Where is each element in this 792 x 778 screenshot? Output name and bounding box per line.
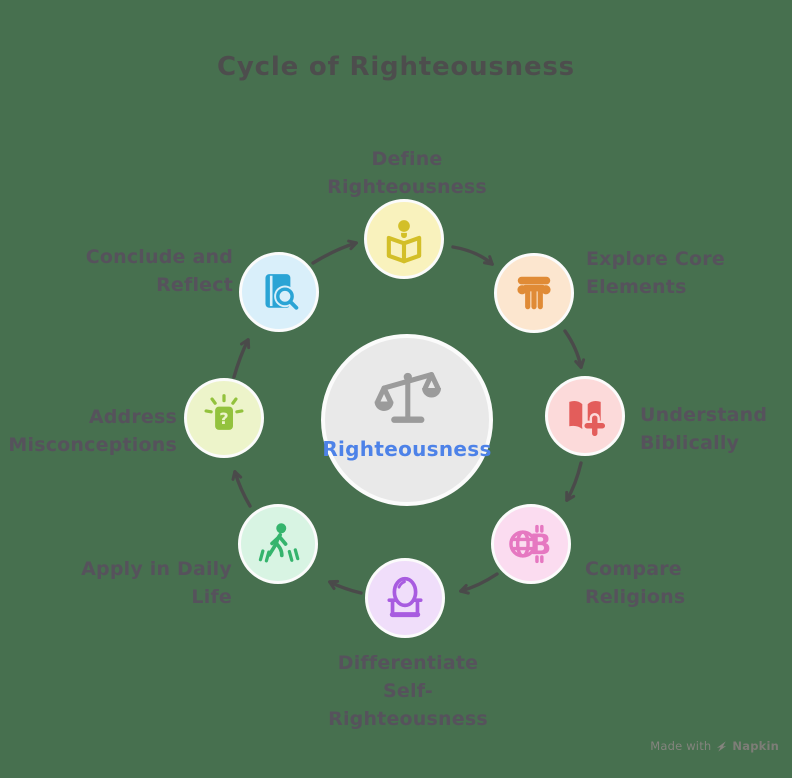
step-label-apply: Apply in Daily Life <box>81 558 232 608</box>
step-label-address: Address Misconceptions <box>8 406 177 456</box>
step-bubble-address: ? <box>184 378 264 458</box>
book-magnifier-icon <box>265 274 302 314</box>
walking-person-icon <box>258 523 300 563</box>
arrow-address-to-conclude <box>232 338 251 379</box>
svg-text:?: ? <box>219 409 228 428</box>
balance-scale-icon <box>374 372 442 423</box>
question-card-icon: ? <box>204 394 244 430</box>
watermark: Made with Napkin <box>650 739 779 753</box>
arrow-understand-to-compare <box>565 461 583 502</box>
globe-currency-icon: B <box>509 524 551 564</box>
step-bubble-apply <box>238 504 318 584</box>
step-bubble-compare: B <box>491 504 571 584</box>
arrow-conclude-to-define <box>311 239 358 265</box>
step-label-define: Define Righteousness <box>327 148 487 198</box>
step-label-conclude: Conclude and Reflect <box>85 246 233 296</box>
step-bubble-conclude <box>239 252 319 332</box>
book-cross-icon <box>569 400 608 439</box>
step-bubble-understand <box>545 376 625 456</box>
diagram-title: Cycle of Righteousness <box>217 52 575 82</box>
step-bubble-differentiate <box>365 558 445 638</box>
mirror-icon <box>387 576 423 618</box>
center-node: Righteousness <box>321 334 493 506</box>
step-label-compare: Compare Religions <box>585 558 686 608</box>
watermark-brand: Napkin <box>732 739 779 753</box>
svg-text:B: B <box>530 528 551 561</box>
center-label: Righteousness <box>322 437 492 461</box>
arrow-apply-to-address <box>231 470 252 508</box>
step-bubble-explore <box>494 253 574 333</box>
step-label-differentiate: Differentiate Self- Righteousness <box>328 652 488 730</box>
arrow-compare-to-differentiate <box>459 572 499 595</box>
step-label-explore: Explore Core Elements <box>586 248 725 298</box>
step-bubble-define <box>364 199 444 279</box>
arrow-differentiate-to-apply <box>328 579 363 595</box>
arrow-explore-to-understand <box>563 329 586 369</box>
step-label-understand: Understand Biblically <box>640 404 768 454</box>
watermark-prefix: Made with <box>650 739 712 753</box>
pillar-icon <box>517 276 551 310</box>
arrow-define-to-explore <box>451 245 494 266</box>
napkin-logo-icon <box>717 740 727 752</box>
book-lightbulb-icon <box>386 220 422 264</box>
